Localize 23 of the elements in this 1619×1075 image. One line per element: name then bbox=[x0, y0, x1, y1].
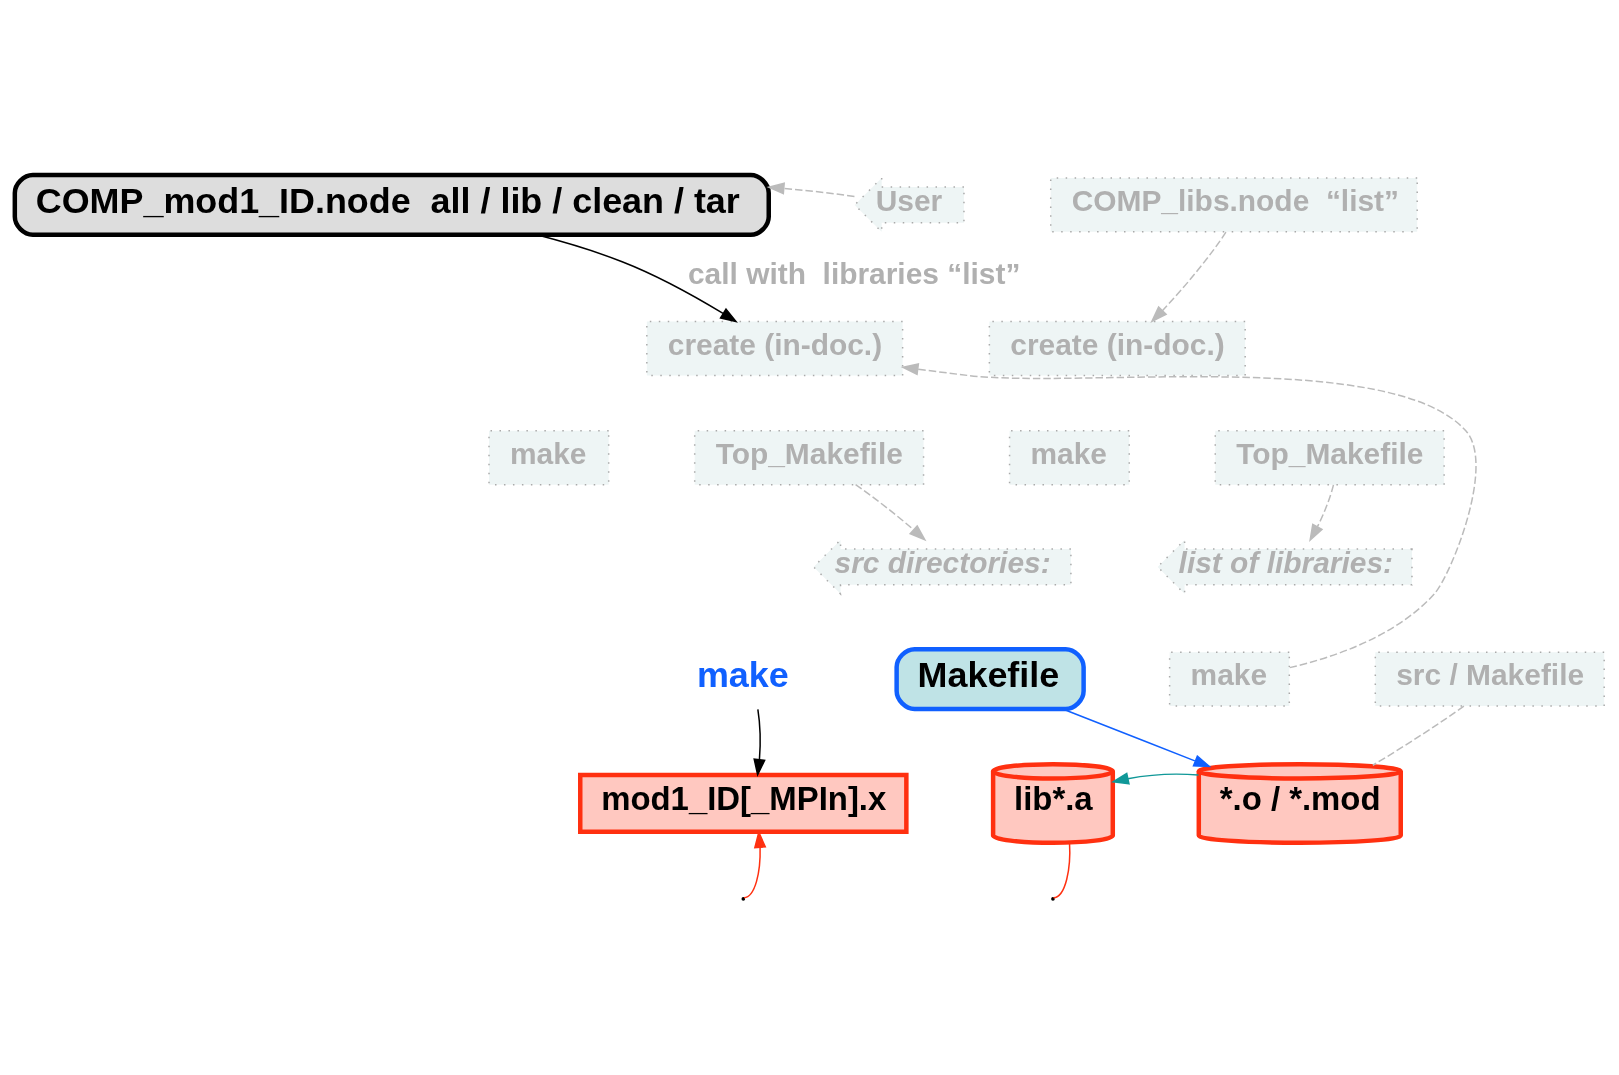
arrow bbox=[1150, 231, 1227, 323]
arrow bbox=[900, 363, 1477, 669]
node-box: Top_Makefile bbox=[1214, 430, 1445, 486]
node-box: Top_Makefile bbox=[693, 430, 925, 486]
node-box: make bbox=[488, 430, 610, 486]
node-box: COMP_mod1_ID.node all / lib / clean / tar bbox=[12, 172, 771, 238]
arrow bbox=[854, 483, 927, 542]
node-box: make bbox=[1168, 651, 1291, 707]
edge-label: call with libraries “list” bbox=[687, 257, 1021, 291]
node-box: mod1_ID[_MPIn].x bbox=[578, 772, 909, 835]
node-box: COMP_libs.node “list” bbox=[1049, 177, 1418, 233]
arrow bbox=[753, 708, 766, 777]
node-box: create (in-doc.) bbox=[988, 320, 1246, 377]
connector bbox=[1372, 705, 1465, 766]
node-box: create (in-doc.) bbox=[646, 320, 904, 377]
node-box: Makefile bbox=[894, 646, 1086, 712]
node-box: src / Makefile bbox=[1374, 651, 1605, 707]
node-box: make bbox=[1008, 430, 1130, 486]
arrow bbox=[1309, 484, 1335, 542]
connector bbox=[1052, 841, 1071, 899]
node-text: make bbox=[696, 654, 789, 695]
arrow bbox=[766, 182, 856, 198]
arrow bbox=[1111, 772, 1200, 785]
